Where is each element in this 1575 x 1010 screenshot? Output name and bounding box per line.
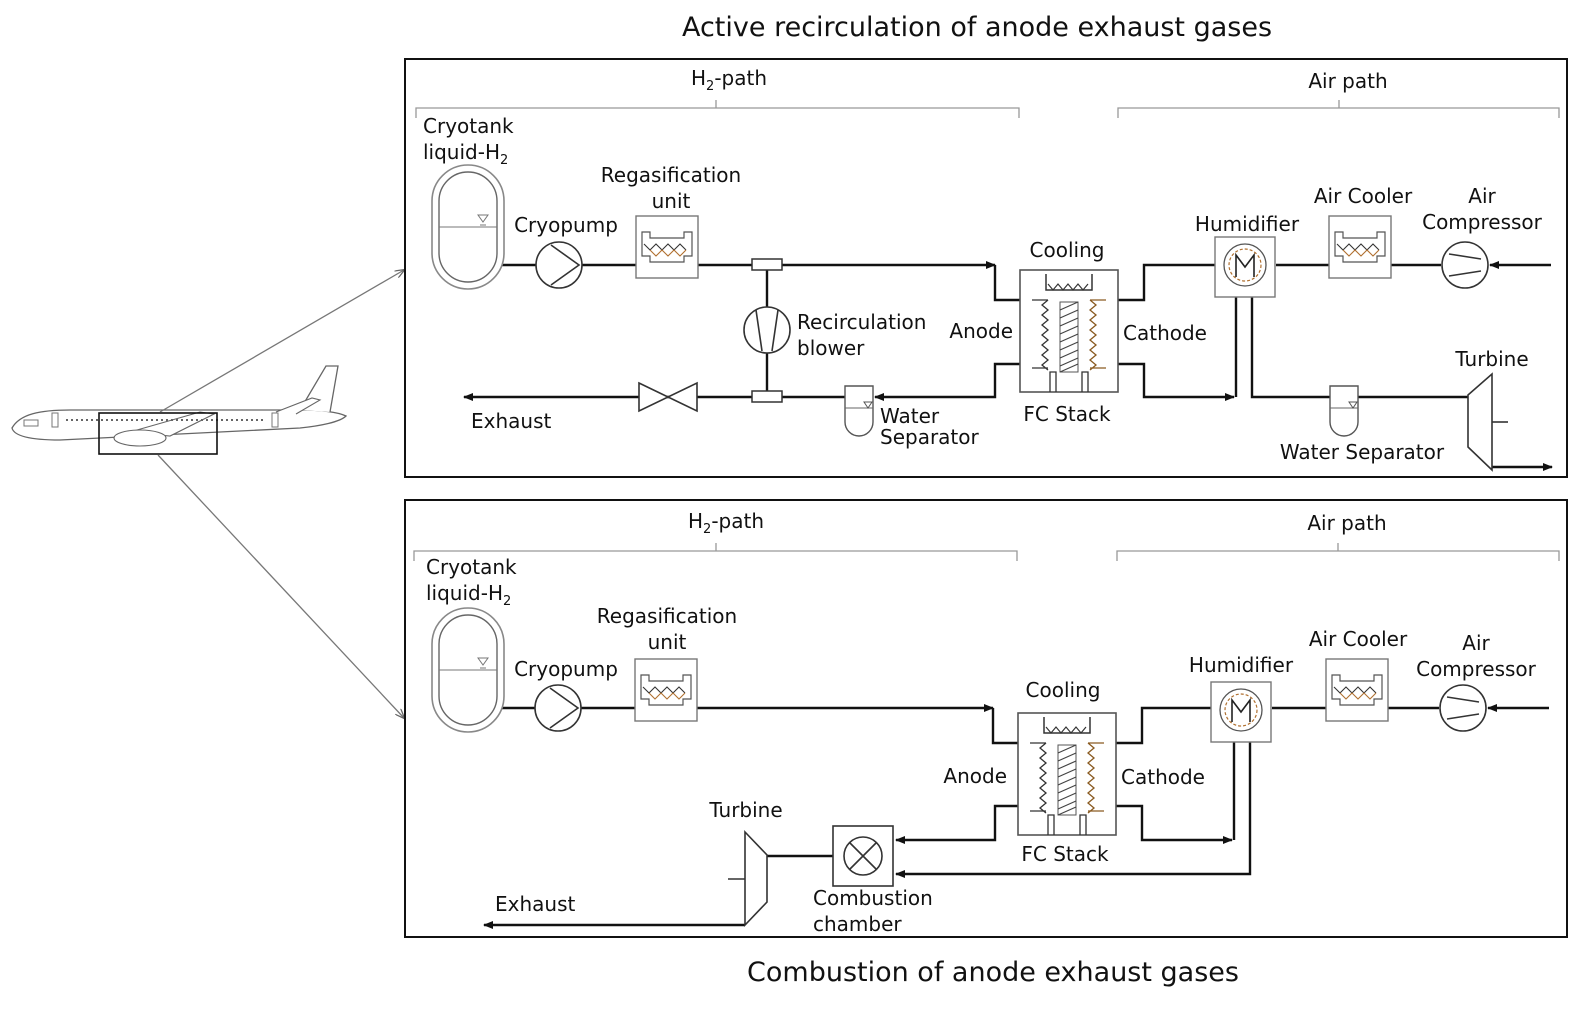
air-compressor-label: Air — [1468, 184, 1496, 208]
pump-icon — [535, 241, 583, 289]
cathode-label: Cathode — [1121, 765, 1205, 789]
exhaust-label: Exhaust — [471, 409, 552, 433]
heat-exchanger-icon — [635, 215, 699, 279]
air-compressor-sublabel: Compressor — [1416, 657, 1537, 681]
cryotank-icon — [431, 607, 505, 733]
aircraft-icon — [11, 365, 348, 455]
turbine-icon — [728, 830, 768, 927]
cryotank-icon — [431, 164, 505, 290]
cryotank-sublabel: liquid-H2 — [426, 581, 511, 609]
compressor-icon — [1439, 684, 1487, 732]
turbine-label: Turbine — [708, 798, 782, 822]
bottom-diagram-title: Combustion of anode exhaust gases — [747, 957, 1239, 988]
cryopump-label: Cryopump — [514, 657, 618, 681]
water-separator-icon — [1329, 385, 1359, 437]
top-diagram-title: Active recirculation of anode exhaust ga… — [682, 12, 1272, 43]
compressor-icon — [1441, 241, 1489, 289]
zoom-line-top — [159, 270, 404, 413]
air-compressor-label: Air — [1462, 631, 1490, 655]
top-panel: H2-path Air path — [404, 58, 1568, 478]
pump-icon — [534, 684, 582, 732]
blower-icon — [743, 306, 791, 354]
water-separator-sublabel: Separator — [880, 425, 980, 449]
zoom-line-bottom — [157, 454, 404, 718]
fuel-cell-stack-icon — [1019, 269, 1119, 393]
heat-exchanger-icon — [1328, 215, 1392, 279]
valve-icon — [638, 381, 698, 413]
bottom-panel: H2-path Air path Cryotank — [404, 499, 1568, 938]
turbine-label: Turbine — [1454, 347, 1528, 371]
regasification-label: Regasification — [601, 163, 741, 187]
exhaust-label: Exhaust — [495, 892, 576, 916]
fuel-cell-stack-icon — [1017, 712, 1117, 836]
recirculation-sublabel: blower — [797, 336, 865, 360]
h2-path-label: H2-path — [691, 66, 767, 94]
turbine-icon — [1467, 372, 1508, 472]
regasification-sublabel: unit — [648, 630, 687, 654]
air-path-label: Air path — [1307, 511, 1386, 535]
air-path-label: Air path — [1308, 69, 1387, 93]
cryotank-label: Cryotank — [426, 555, 517, 579]
fc-stack-label: FC Stack — [1023, 402, 1111, 426]
humidifier-label: Humidifier — [1195, 212, 1300, 236]
cryotank-label: Cryotank — [423, 114, 514, 138]
h2-path-label: H2-path — [688, 509, 764, 537]
cooling-label: Cooling — [1026, 678, 1101, 702]
combustion-chamber-sublabel: chamber — [813, 912, 902, 936]
cryotank-sublabel: liquid-H2 — [423, 140, 508, 168]
heat-exchanger-icon — [1325, 658, 1389, 722]
recirculation-label: Recirculation — [797, 310, 926, 334]
anode-label: Anode — [949, 319, 1013, 343]
cryopump-label: Cryopump — [514, 213, 618, 237]
cathode-label: Cathode — [1123, 321, 1207, 345]
anode-label: Anode — [943, 764, 1007, 788]
fc-stack-label: FC Stack — [1021, 842, 1109, 866]
water-separator-air-label: Water Separator — [1280, 440, 1445, 464]
air-cooler-label: Air Cooler — [1309, 627, 1408, 651]
water-separator-label: Water — [880, 404, 940, 428]
cooling-label: Cooling — [1030, 238, 1105, 262]
air-cooler-label: Air Cooler — [1314, 184, 1413, 208]
regasification-label: Regasification — [597, 604, 737, 628]
humidifier-label: Humidifier — [1189, 653, 1294, 677]
regasification-sublabel: unit — [652, 189, 691, 213]
combustion-chamber-icon — [832, 825, 894, 887]
water-separator-icon — [844, 385, 874, 437]
humidifier-icon — [1214, 236, 1276, 298]
combustion-chamber-label: Combustion — [813, 886, 933, 910]
air-compressor-sublabel: Compressor — [1422, 210, 1543, 234]
humidifier-icon — [1210, 681, 1272, 743]
heat-exchanger-icon — [634, 658, 698, 722]
